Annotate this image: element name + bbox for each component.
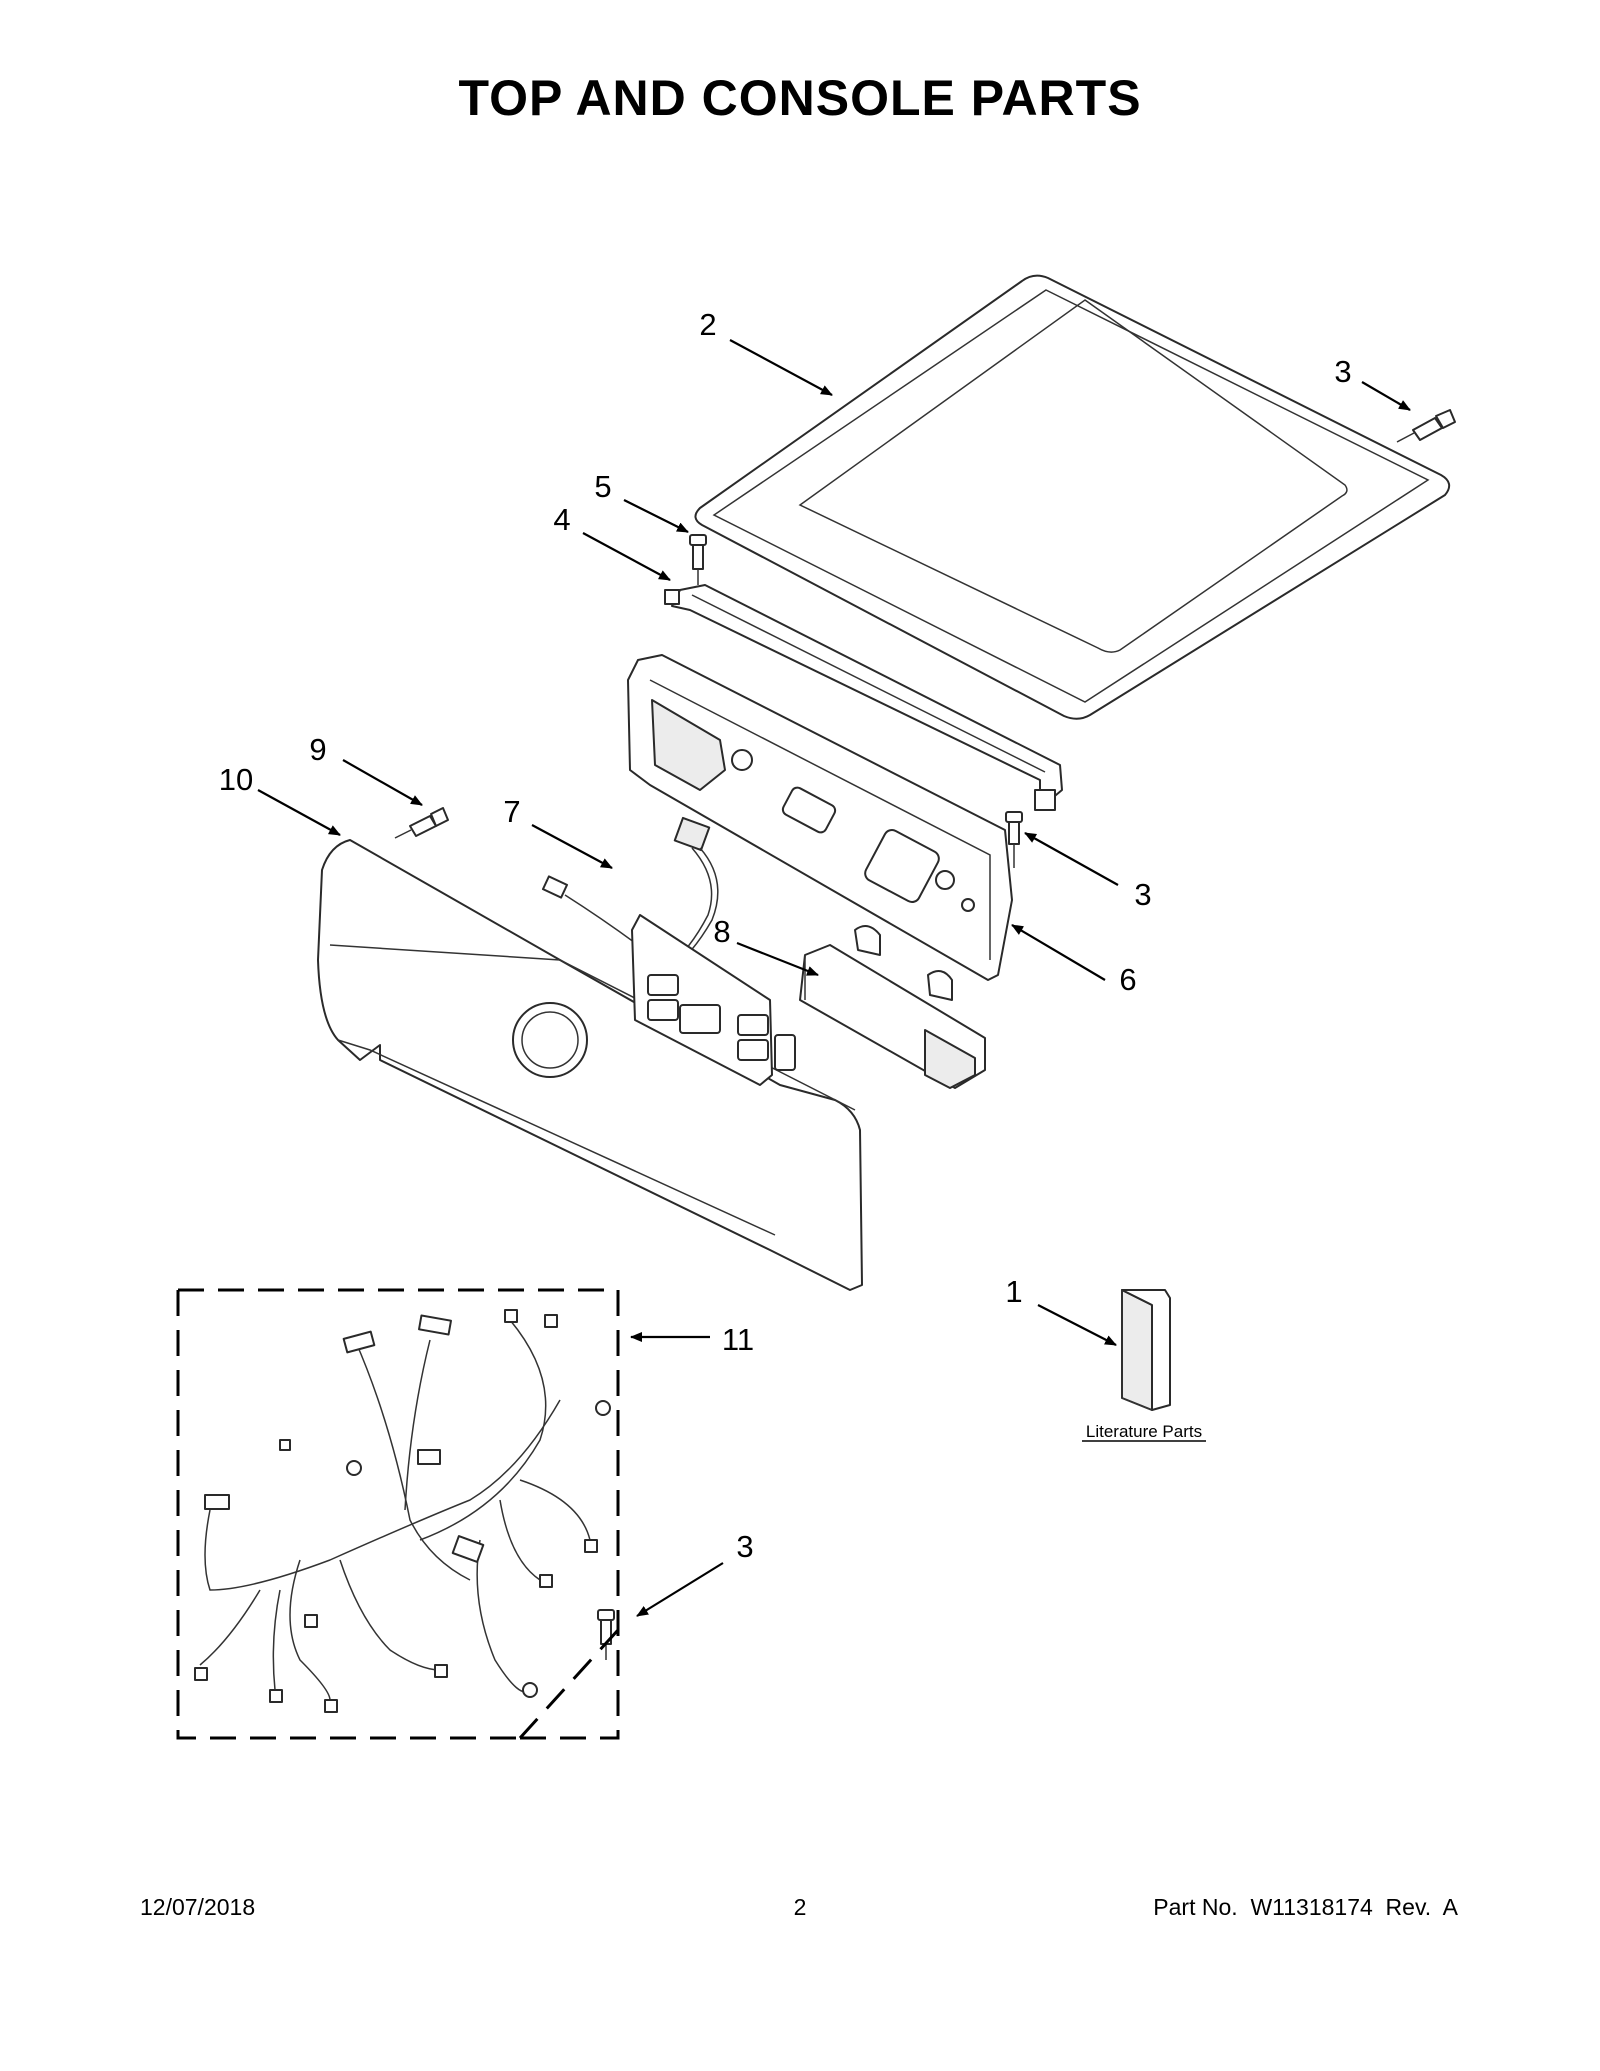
console-front-panel: [317, 839, 863, 1291]
callout-9: 9: [309, 732, 326, 767]
screw-mid-right: [1005, 811, 1023, 868]
callout-3-bottom: 3: [736, 1529, 753, 1564]
literature-booklet: [1121, 1289, 1171, 1411]
screw-part-5: [689, 534, 707, 585]
page-title: TOP AND CONSOLE PARTS: [458, 70, 1141, 126]
screw-top-right: [1396, 409, 1456, 443]
callout-7: 7: [503, 794, 520, 829]
callout-3-top: 3: [1334, 354, 1351, 389]
screw-part-9: [394, 807, 449, 839]
callout-6: 6: [1119, 962, 1136, 997]
console-rear-panel: [627, 654, 1013, 981]
callout-2: 2: [699, 307, 716, 342]
main-wire-harness-box: [176, 1288, 620, 1740]
control-board: [799, 925, 986, 1089]
leader-arrows: [257, 339, 1411, 1617]
callout-10: 10: [219, 762, 253, 797]
callout-1: 1: [1005, 1274, 1022, 1309]
callout-11: 11: [722, 1322, 754, 1357]
top-panel-part: [694, 274, 1451, 720]
console-bracket-rail: [664, 584, 1063, 811]
footer-page-number: 2: [794, 1894, 807, 1920]
literature-parts-label: Literature Parts: [1086, 1422, 1202, 1441]
main-wire-harness: [194, 1309, 611, 1713]
callout-3-mid: 3: [1134, 877, 1151, 912]
callout-8: 8: [713, 914, 730, 949]
callout-4: 4: [553, 502, 570, 537]
callout-5: 5: [594, 469, 611, 504]
footer-date: 12/07/2018: [140, 1894, 255, 1920]
screw-bottom: [597, 1609, 615, 1660]
footer-part-number: Part No. W11318174 Rev. A: [1153, 1894, 1458, 1920]
